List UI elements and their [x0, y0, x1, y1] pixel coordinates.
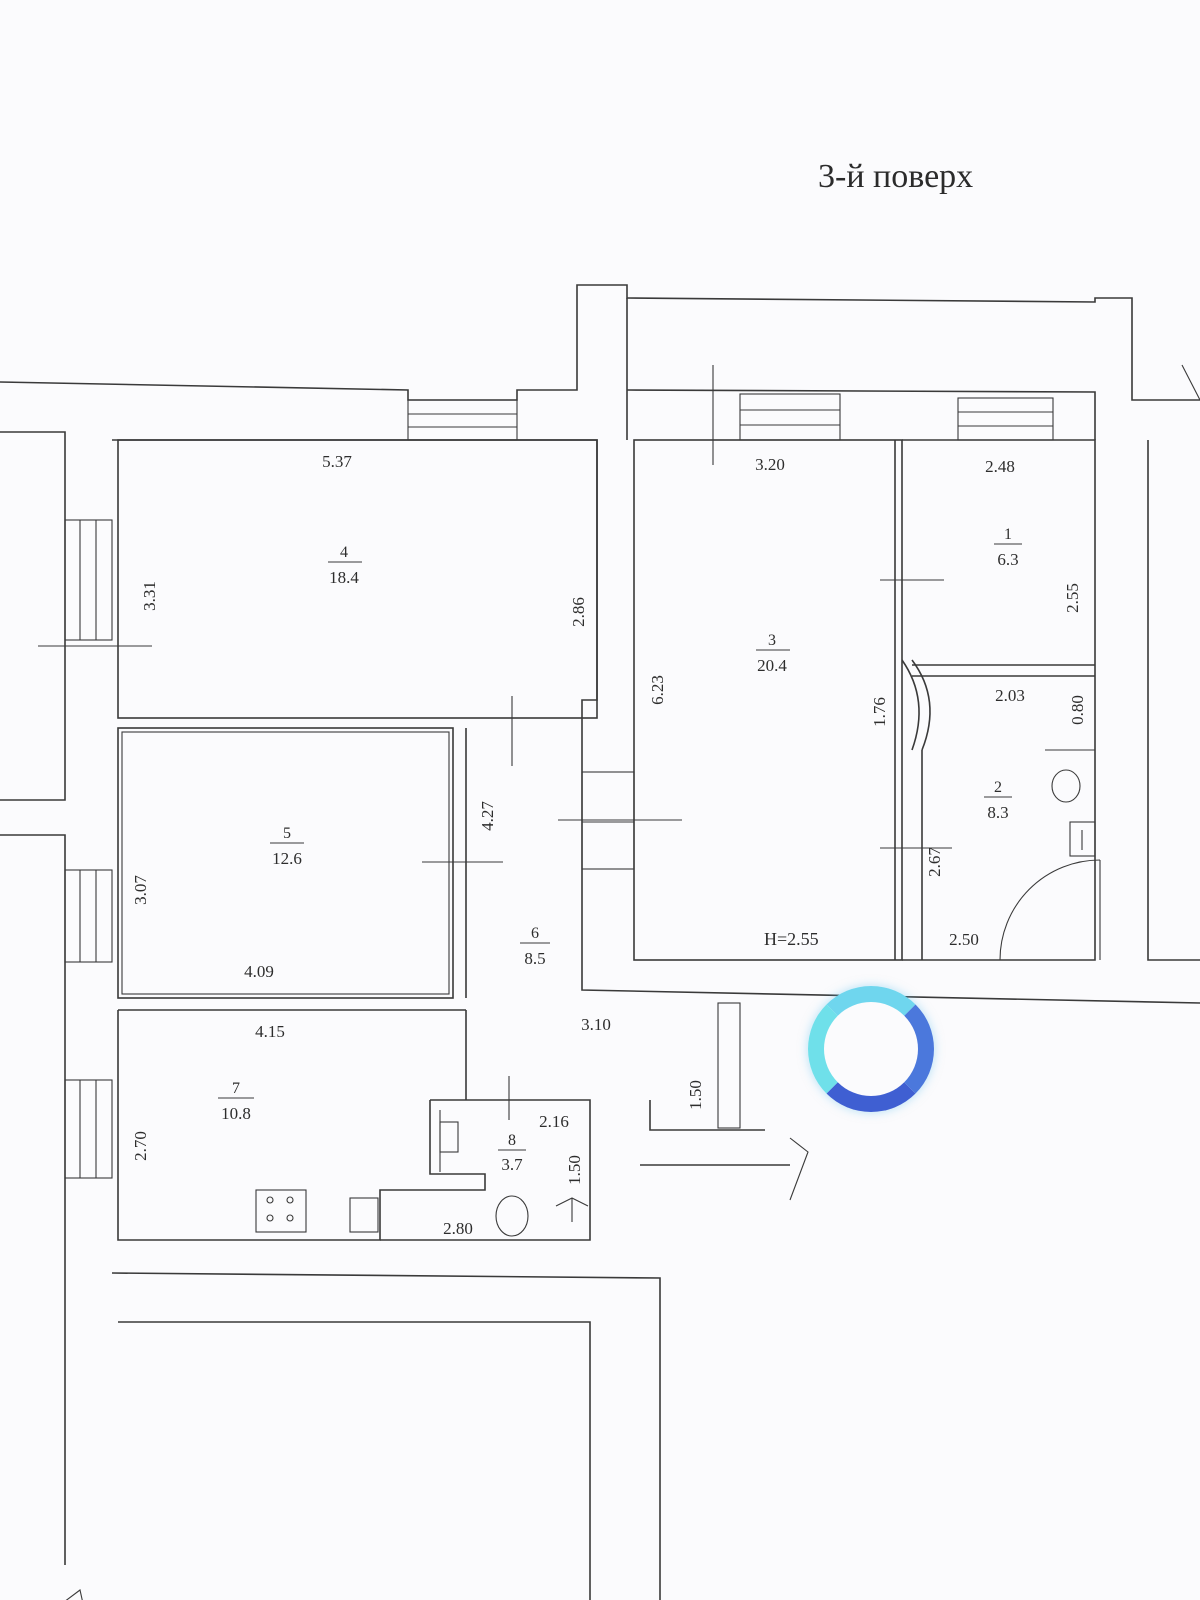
- fixtures: [38, 364, 1200, 1600]
- dimension-label: 2.67: [925, 847, 944, 877]
- room-area: 6.3: [997, 550, 1018, 569]
- door-swing: [999, 859, 1101, 961]
- kitchen-sink-icon: [349, 1197, 379, 1233]
- partitions: [117, 439, 1096, 1241]
- dimension-label: 6.23: [648, 675, 667, 705]
- dimension-label: 0.80: [1068, 695, 1087, 725]
- room-number: 1: [1004, 526, 1012, 543]
- room-area: 20.4: [757, 656, 787, 675]
- dimension-label: 4.27: [478, 801, 497, 831]
- room-area: 12.6: [272, 849, 302, 868]
- ceiling-height-label: Н=2.55: [764, 929, 819, 949]
- room-area: 8.3: [987, 803, 1008, 822]
- room-number: 7: [232, 1080, 240, 1097]
- dimension-label: 2.03: [995, 686, 1025, 705]
- room-area: 3.7: [501, 1155, 523, 1174]
- dimension-label: 2.86: [569, 597, 588, 627]
- room-label-1: 1 6.3: [994, 526, 1022, 569]
- room-labels: 4 18.4 3 20.4 1 6.3 2 8.3 5: [218, 526, 1022, 1174]
- dimension-label: 5.37: [322, 452, 352, 471]
- dimension-label: 2.16: [539, 1112, 569, 1131]
- dimension-label: 2.55: [1063, 583, 1082, 613]
- room-label-6: 6 8.5: [520, 925, 550, 968]
- dimension-labels: 5.37 3.31 2.86 3.20 2.48 2.55 6.23 1.76 …: [131, 452, 1087, 1238]
- dimension-label: 3.10: [581, 1015, 611, 1034]
- room-label-5: 5 12.6: [270, 825, 304, 868]
- dimension-label: 3.31: [140, 581, 159, 611]
- windows: [64, 393, 1054, 1179]
- room-label-7: 7 10.8: [218, 1080, 254, 1123]
- dimension-label: 2.70: [131, 1131, 150, 1161]
- room-number: 5: [283, 825, 291, 842]
- dimension-label: 3.20: [755, 455, 785, 474]
- dimension-label: 4.09: [244, 962, 274, 981]
- room-label-2: 2 8.3: [984, 779, 1012, 822]
- room-number: 2: [994, 779, 1002, 796]
- room-number: 6: [531, 925, 539, 942]
- toilet-icon: [1069, 821, 1096, 857]
- dimension-label: 2.50: [949, 930, 979, 949]
- ring-indicator-icon[interactable]: [808, 986, 934, 1112]
- room-label-3: 3 20.4: [756, 632, 790, 675]
- dimension-label: 2.48: [985, 457, 1015, 476]
- outer-walls: [0, 284, 1200, 1600]
- room-area: 18.4: [329, 568, 359, 587]
- room-number: 8: [508, 1132, 516, 1149]
- dimension-label: 1.76: [870, 697, 889, 727]
- dimension-label: 1.50: [686, 1080, 705, 1110]
- stove-icon: [255, 1189, 307, 1233]
- floor-title: 3-й поверх: [818, 158, 974, 195]
- room-number: 3: [768, 632, 776, 649]
- sink-icon: [1051, 769, 1081, 803]
- room-label-8: 8 3.7: [498, 1132, 526, 1174]
- dimension-label: 3.07: [131, 875, 150, 905]
- dimension-label: 4.15: [255, 1022, 285, 1041]
- room-label-4: 4 18.4: [328, 544, 362, 587]
- room-area: 10.8: [221, 1104, 251, 1123]
- dimension-label: 2.80: [443, 1219, 473, 1238]
- washbasin-icon: [439, 1121, 459, 1153]
- bathtub-icon: [495, 1195, 529, 1237]
- room-area: 8.5: [524, 949, 545, 968]
- dimension-label: 1.50: [565, 1155, 584, 1185]
- room-number: 4: [340, 544, 348, 561]
